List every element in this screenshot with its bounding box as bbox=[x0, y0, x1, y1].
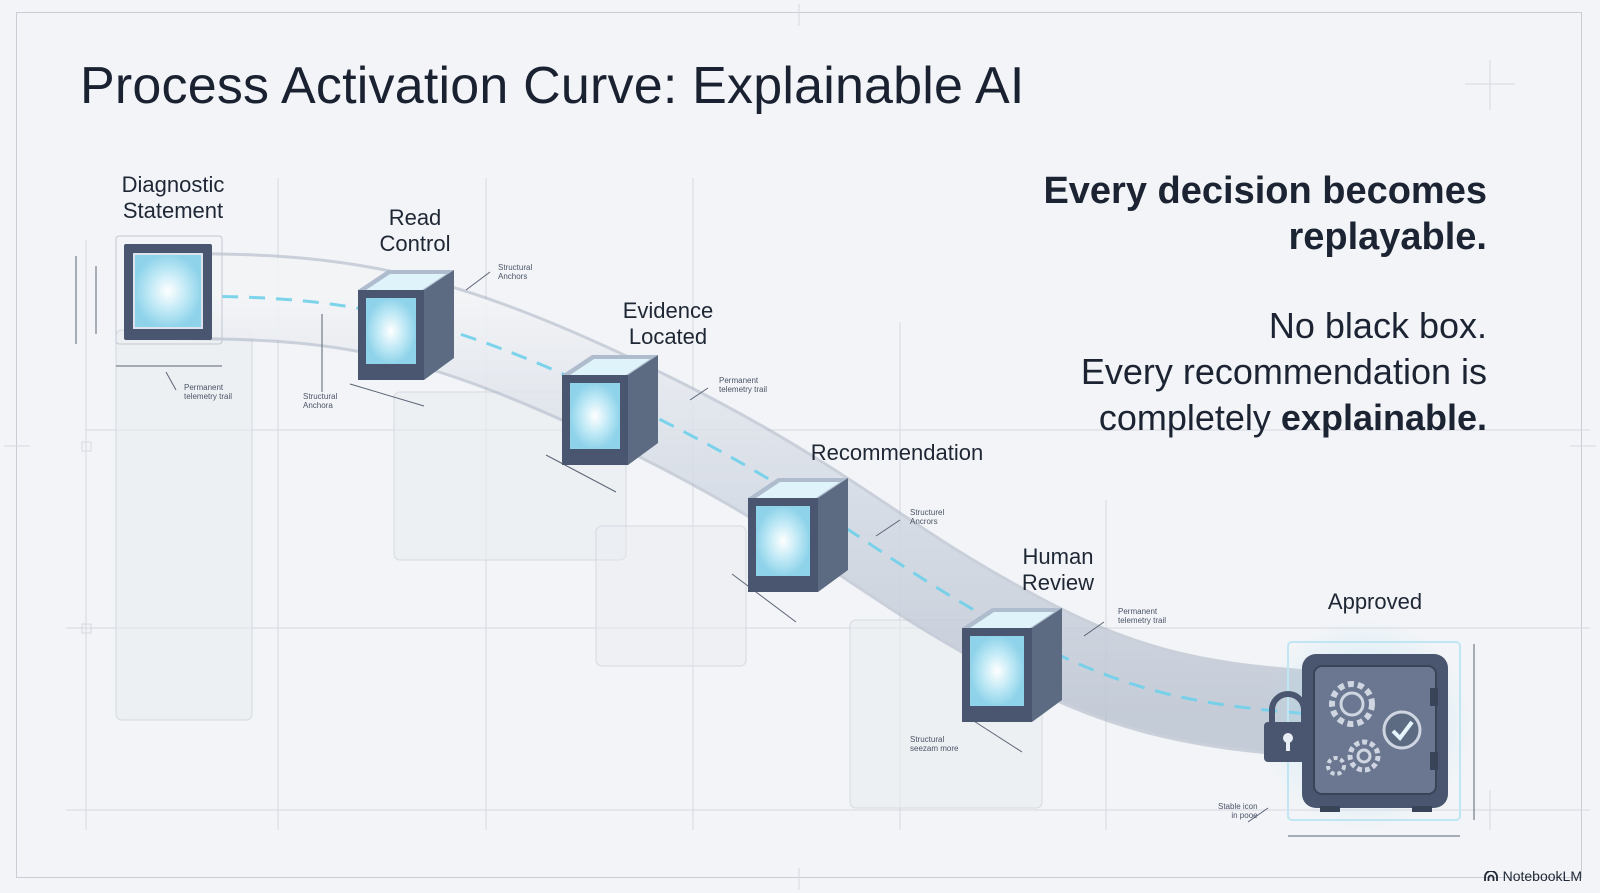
stage-label-recommendation: Recommendation bbox=[796, 440, 998, 466]
dimension-markers bbox=[75, 256, 1475, 837]
stage-label-line: Located bbox=[628, 324, 708, 349]
approved-safe bbox=[1260, 620, 1470, 830]
annotation-line: seezam more bbox=[910, 744, 959, 753]
notebooklm-logo-icon bbox=[1483, 870, 1498, 881]
stage-label-approved: Approved bbox=[1300, 589, 1450, 615]
annotation-line: Structural bbox=[303, 392, 338, 401]
headline-line: replayable. bbox=[1288, 216, 1487, 258]
annotation-line: Ancrors bbox=[910, 517, 938, 526]
stage-node-diagnostic-statement bbox=[115, 235, 223, 345]
stage-label-line: Read bbox=[388, 205, 442, 230]
annotation-line: in pooe bbox=[1231, 811, 1258, 820]
stage-label-line: Recommendation bbox=[810, 440, 984, 465]
annotation-line: telemetry trail bbox=[719, 385, 768, 394]
annotation-structural: Structural seezam more bbox=[910, 735, 958, 753]
headline-panel: Every decision becomes replayable. bbox=[1043, 168, 1487, 260]
stage-label-line: Review bbox=[1021, 570, 1095, 595]
stage-label-line: Diagnostic bbox=[121, 172, 225, 197]
watermark-text: NotebookLM bbox=[1502, 868, 1582, 884]
annotation-structural-anchors: Structural Anchora bbox=[303, 392, 337, 410]
annotation-structural-anchors: Structurel Ancrors bbox=[910, 508, 944, 526]
checkmark-icon bbox=[1382, 710, 1422, 750]
stage-label-diagnostic-statement: Diagnostic Statement bbox=[110, 172, 236, 224]
annotation-line: Permanent bbox=[1118, 607, 1158, 616]
headline-line: Every decision becomes bbox=[1043, 170, 1487, 212]
annotation-telemetry-trail: Permanent telemetry trail bbox=[184, 383, 232, 401]
cube-node-icon bbox=[748, 478, 848, 592]
annotation-line: Structural bbox=[910, 735, 945, 744]
annotation-line: Structural bbox=[498, 263, 533, 272]
stage-label-line: Evidence bbox=[622, 298, 714, 323]
annotation-line: telemetry trail bbox=[1118, 616, 1167, 625]
statement-prefix: completely bbox=[1098, 397, 1281, 438]
annotation-line: telemetry trail bbox=[184, 392, 233, 401]
statement-line: Every recommendation is bbox=[1080, 351, 1487, 392]
stage-label-read-control: Read Control bbox=[360, 205, 470, 257]
annotation-line: Permanent bbox=[719, 376, 759, 385]
annotation-line: Anchora bbox=[303, 401, 333, 410]
cube-node-icon bbox=[962, 608, 1062, 722]
annotation-line: Anchors bbox=[498, 272, 528, 281]
cube-node-icon bbox=[562, 355, 658, 465]
page-title: Process Activation Curve: Explainable AI bbox=[80, 57, 1025, 115]
notebooklm-watermark: NotebookLM bbox=[1483, 868, 1582, 884]
annotation-structural-anchors: Structural Anchors bbox=[498, 263, 532, 281]
annotation-line: Stable icon bbox=[1218, 802, 1258, 811]
stage-label-evidence-located: Evidence Located bbox=[600, 298, 736, 350]
cube-node-icon bbox=[358, 270, 454, 380]
stage-label-human-review: Human Review bbox=[1000, 544, 1116, 596]
background-grid bbox=[4, 4, 1596, 890]
stage-label-line: Human bbox=[1022, 544, 1094, 569]
gear-icon bbox=[1326, 681, 1381, 776]
stage-label-line: Statement bbox=[122, 198, 224, 223]
stage-label-line: Approved bbox=[1327, 589, 1423, 614]
stage-label-line: Control bbox=[379, 231, 451, 256]
annotation-telemetry-trail: Permanent telemetry trail bbox=[1118, 607, 1166, 625]
annotation-line: Permanent bbox=[184, 383, 224, 392]
statement-line: completely explainable. bbox=[1081, 395, 1487, 441]
statement-line: No black box. bbox=[1268, 305, 1487, 346]
annotation-line: Structurel bbox=[910, 508, 945, 517]
statement-panel: No black box. Every recommendation is co… bbox=[1081, 303, 1487, 441]
padlock-icon bbox=[1264, 691, 1312, 762]
annotation-stable-icon: Stable icon in pooe bbox=[1218, 802, 1258, 820]
statement-emphasis: explainable. bbox=[1280, 397, 1487, 438]
annotation-telemetry-trail: Permanent telemetry trail bbox=[719, 376, 767, 394]
safe-icon bbox=[1302, 654, 1448, 812]
